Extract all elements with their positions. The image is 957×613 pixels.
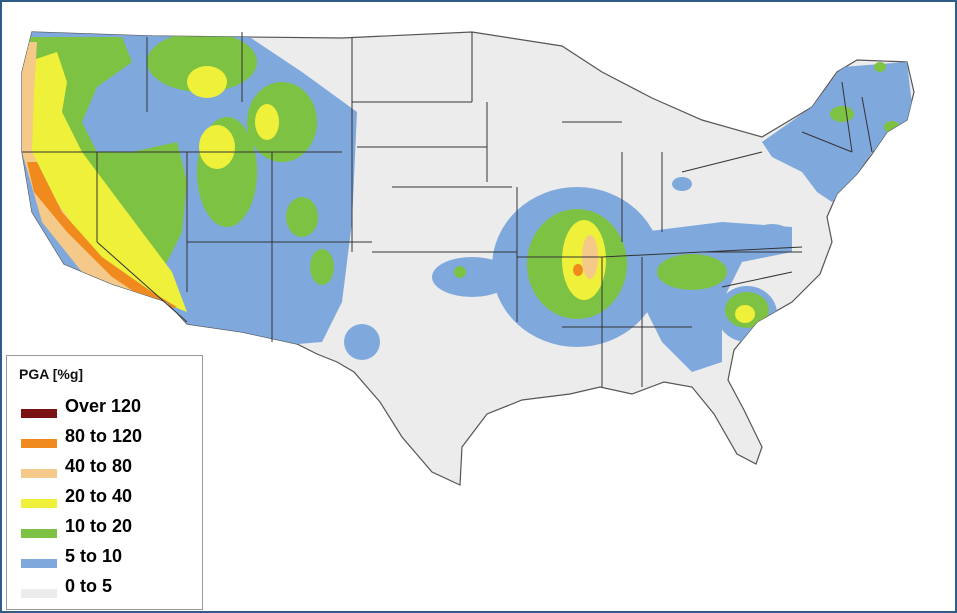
legend-swatch — [21, 559, 57, 568]
hazard-zone-tennessee — [657, 254, 727, 290]
legend-item-5-to-10: 5 to 10 — [21, 546, 201, 574]
hazard-zone-ohio — [672, 177, 692, 191]
legend-item-over-120: Over 120 — [21, 396, 201, 424]
legend-item-40-to-80: 40 to 80 — [21, 456, 201, 484]
legend-swatch — [21, 439, 57, 448]
legend-label: 40 to 80 — [65, 456, 133, 476]
legend-item-10-to-20: 10 to 20 — [21, 516, 201, 544]
legend-label: 10 to 20 — [65, 516, 133, 536]
hazard-zone-charleston — [717, 286, 777, 342]
legend: PGA [%g] Over 120 80 to 120 40 to 80 20 … — [6, 355, 203, 610]
legend-label: 5 to 10 — [65, 546, 123, 566]
legend-swatch — [21, 529, 57, 538]
legend-label: 20 to 40 — [65, 486, 133, 506]
hazard-zone-west-80to120 — [27, 162, 177, 310]
hazard-zone-oklahoma — [432, 257, 512, 297]
legend-label: Over 120 — [65, 396, 142, 416]
hazard-zone-west-20to40 — [24, 52, 279, 312]
legend-swatch — [21, 469, 57, 478]
legend-swatch — [21, 499, 57, 508]
legend-item-80-to-120: 80 to 120 — [21, 426, 201, 454]
legend-label: 80 to 120 — [65, 426, 143, 446]
legend-item-0-to-5: 0 to 5 — [21, 576, 201, 604]
legend-swatch — [21, 409, 57, 418]
legend-label: 0 to 5 — [65, 576, 113, 596]
legend-item-20-to-40: 20 to 40 — [21, 486, 201, 514]
hazard-zone-virginia — [754, 224, 790, 244]
legend-swatch — [21, 589, 57, 598]
state-boundaries — [22, 32, 873, 387]
legend-title: PGA [%g] — [19, 366, 84, 382]
